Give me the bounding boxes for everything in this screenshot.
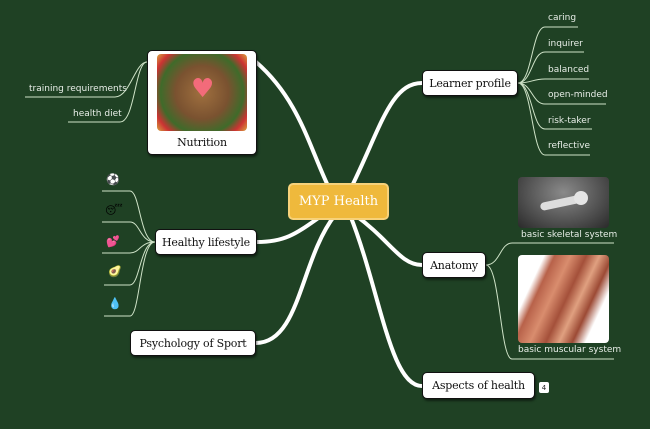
topic-anatomy[interactable]: Anatomy [422, 252, 486, 278]
two-hearts-icon[interactable]: 💕 [106, 235, 120, 248]
leaf-basic-muscular-system[interactable]: basic muscular system [518, 345, 622, 355]
leaf-open-minded[interactable]: open-minded [548, 90, 608, 100]
leaf-health-diet[interactable]: health diet [73, 109, 122, 119]
skeletal-bone-image [518, 177, 609, 228]
leaf-balanced[interactable]: balanced [548, 65, 590, 75]
heart-icon: ♥ [191, 74, 215, 104]
nutrition-label: Nutrition [177, 136, 227, 149]
topic-learner-profile[interactable]: Learner profile [422, 70, 518, 96]
soccer-ball-icon[interactable]: ⚽ [106, 173, 120, 186]
collapsed-children-count-badge[interactable]: 4 [539, 382, 549, 393]
leaf-inquirer[interactable]: inquirer [548, 39, 583, 49]
leaf-reflective[interactable]: reflective [548, 141, 591, 151]
droplet-icon[interactable]: 💧 [108, 297, 122, 310]
topic-psychology-of-sport[interactable]: Psychology of Sport [130, 330, 256, 356]
leaf-risk-taker[interactable]: risk-taker [548, 116, 591, 126]
avocado-icon[interactable]: 🥑 [108, 265, 122, 278]
topic-healthy-lifestyle[interactable]: Healthy lifestyle [155, 229, 257, 255]
leaf-caring[interactable]: caring [548, 13, 577, 23]
topic-nutrition[interactable]: ♥ Nutrition [147, 50, 257, 155]
topic-aspects-of-health[interactable]: Aspects of health [422, 372, 535, 399]
muscular-leg-image [518, 255, 609, 343]
leaf-basic-skeletal-system[interactable]: basic skeletal system [521, 230, 618, 240]
nutrition-image: ♥ [157, 54, 247, 131]
leaf-training-requirements[interactable]: training requirements [29, 84, 127, 94]
central-topic-myp-health[interactable]: MYP Health [288, 183, 389, 220]
sleeping-face-icon[interactable]: 😴 [105, 204, 123, 217]
